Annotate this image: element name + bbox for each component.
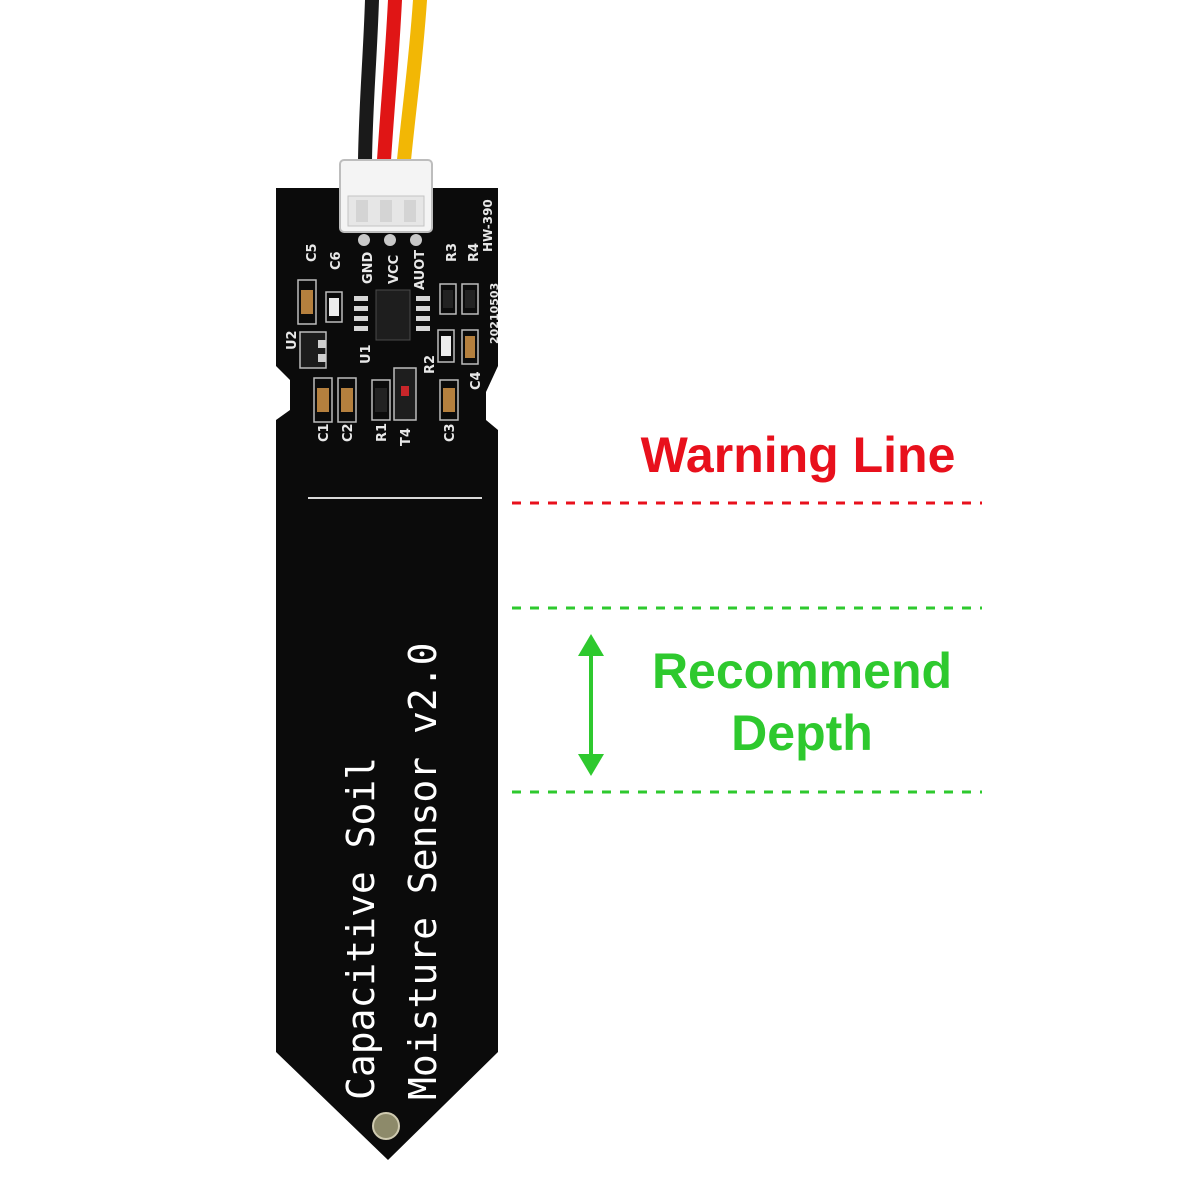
label-c3: C3 (443, 423, 458, 442)
recommend-depth-annotation: Recommend Depth (512, 606, 982, 794)
transistor-t4 (393, 367, 417, 421)
date-code-label: 20210503 (488, 283, 501, 344)
label-c5: C5 (305, 243, 320, 262)
resistor-r1 (371, 379, 391, 421)
recommend-label-line2: Depth (731, 705, 873, 761)
label-c2: C2 (341, 423, 356, 442)
label-r4: R4 (467, 243, 482, 262)
warning-annotation: Warning Line (512, 427, 982, 505)
label-u1: U1 (359, 344, 374, 364)
wire-red (377, 0, 402, 167)
label-r3: R3 (445, 243, 460, 262)
resistor-r3 (439, 283, 457, 315)
pcb-board (276, 188, 498, 1160)
capacitor-c4 (461, 329, 479, 365)
label-c6: C6 (329, 251, 344, 270)
warning-label: Warning Line (641, 427, 956, 483)
label-c1: C1 (317, 423, 332, 442)
pcb-hole (372, 1112, 400, 1140)
recommend-label-line1: Recommend (652, 643, 952, 699)
jst-connector (339, 159, 433, 233)
wire-yellow (397, 0, 427, 167)
ic-u1 (354, 289, 430, 341)
wire-black (358, 0, 379, 167)
pcb-outline (276, 188, 498, 1160)
label-t4: T4 (399, 428, 414, 446)
component-labels: C5 C6 U2 U1 R3 R4 R2 C4 C1 C2 R1 T4 C3 (285, 243, 484, 446)
resistor-r2 (437, 329, 455, 363)
regulator-u2 (299, 331, 327, 369)
cable-wires (358, 0, 427, 167)
label-r2: R2 (423, 355, 438, 374)
label-u2: U2 (285, 330, 300, 350)
capacitor-c6 (325, 291, 343, 323)
capacitor-c3 (439, 379, 459, 421)
pin-pads (358, 234, 422, 246)
resistor-r4 (461, 283, 479, 315)
pin-label-vcc: VCC (387, 255, 402, 284)
label-c4: C4 (469, 371, 484, 390)
smd-components (297, 279, 479, 423)
board-title-line2: Moisture Sensor v2.0 (401, 642, 445, 1100)
pin-label-gnd: GND (361, 251, 376, 284)
capacitor-c1 (313, 377, 333, 423)
model-label: HW-390 (481, 199, 495, 252)
board-title-line1: Capacitive Soil (339, 757, 383, 1100)
label-r1: R1 (375, 423, 390, 442)
double-arrow-icon (578, 634, 604, 776)
capacitor-c5 (297, 279, 317, 325)
pin-label-auot: AUOT (413, 250, 428, 290)
capacitor-c2 (337, 377, 357, 423)
pin-labels: GND VCC AUOT (361, 250, 428, 290)
